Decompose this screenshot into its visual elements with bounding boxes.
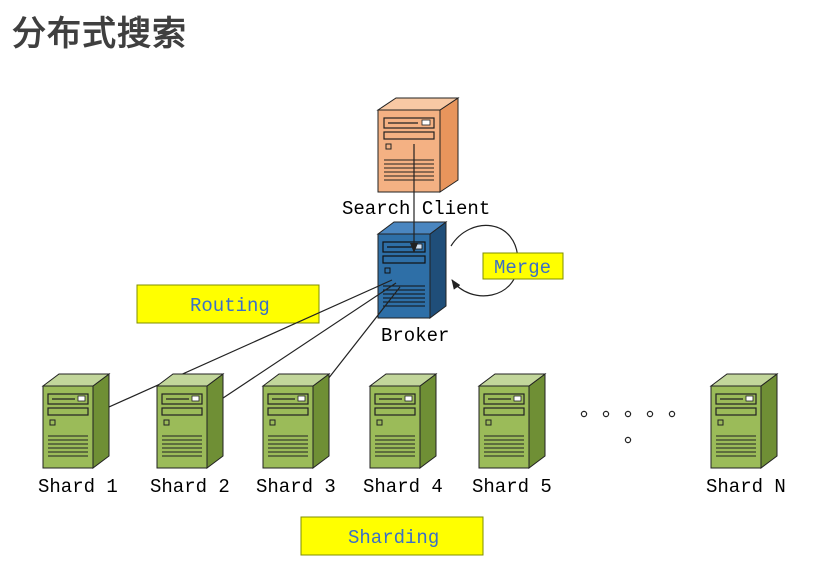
- sharding-annotation: Sharding: [300, 516, 484, 556]
- shard-n-server-icon: [709, 373, 779, 469]
- sharding-label: Sharding: [348, 527, 439, 549]
- shard-4-server-icon: [368, 373, 438, 469]
- merge-label: Merge: [494, 257, 551, 279]
- merge-annotation: Merge: [482, 252, 564, 280]
- search-client-server-icon: [376, 97, 460, 193]
- shard-label: Shard 1: [38, 476, 118, 498]
- shard-3-server-icon: [261, 373, 331, 469]
- shard-label: Shard 5: [472, 476, 552, 498]
- broker-to-shard1-arrow: [79, 279, 393, 421]
- shard-5-server-icon: [477, 373, 547, 469]
- routing-label: Routing: [190, 295, 270, 317]
- shard-label: Shard N: [706, 476, 786, 498]
- shard-label: Shard 4: [363, 476, 443, 498]
- broker-server-icon: [376, 221, 448, 319]
- broker-to-shard2-arrow: [189, 282, 397, 421]
- routing-annotation: Routing: [136, 284, 320, 324]
- more-shards-ellipsis: [580, 410, 676, 444]
- shard-label: Shard 2: [150, 476, 230, 498]
- shard-label: Shard 3: [256, 476, 336, 498]
- broker-label: Broker: [381, 325, 449, 347]
- search-client-label: Search Client: [342, 198, 490, 220]
- page-title: 分布式搜索: [12, 14, 187, 54]
- shard-1-server-icon: [41, 373, 111, 469]
- shard-2-server-icon: [155, 373, 225, 469]
